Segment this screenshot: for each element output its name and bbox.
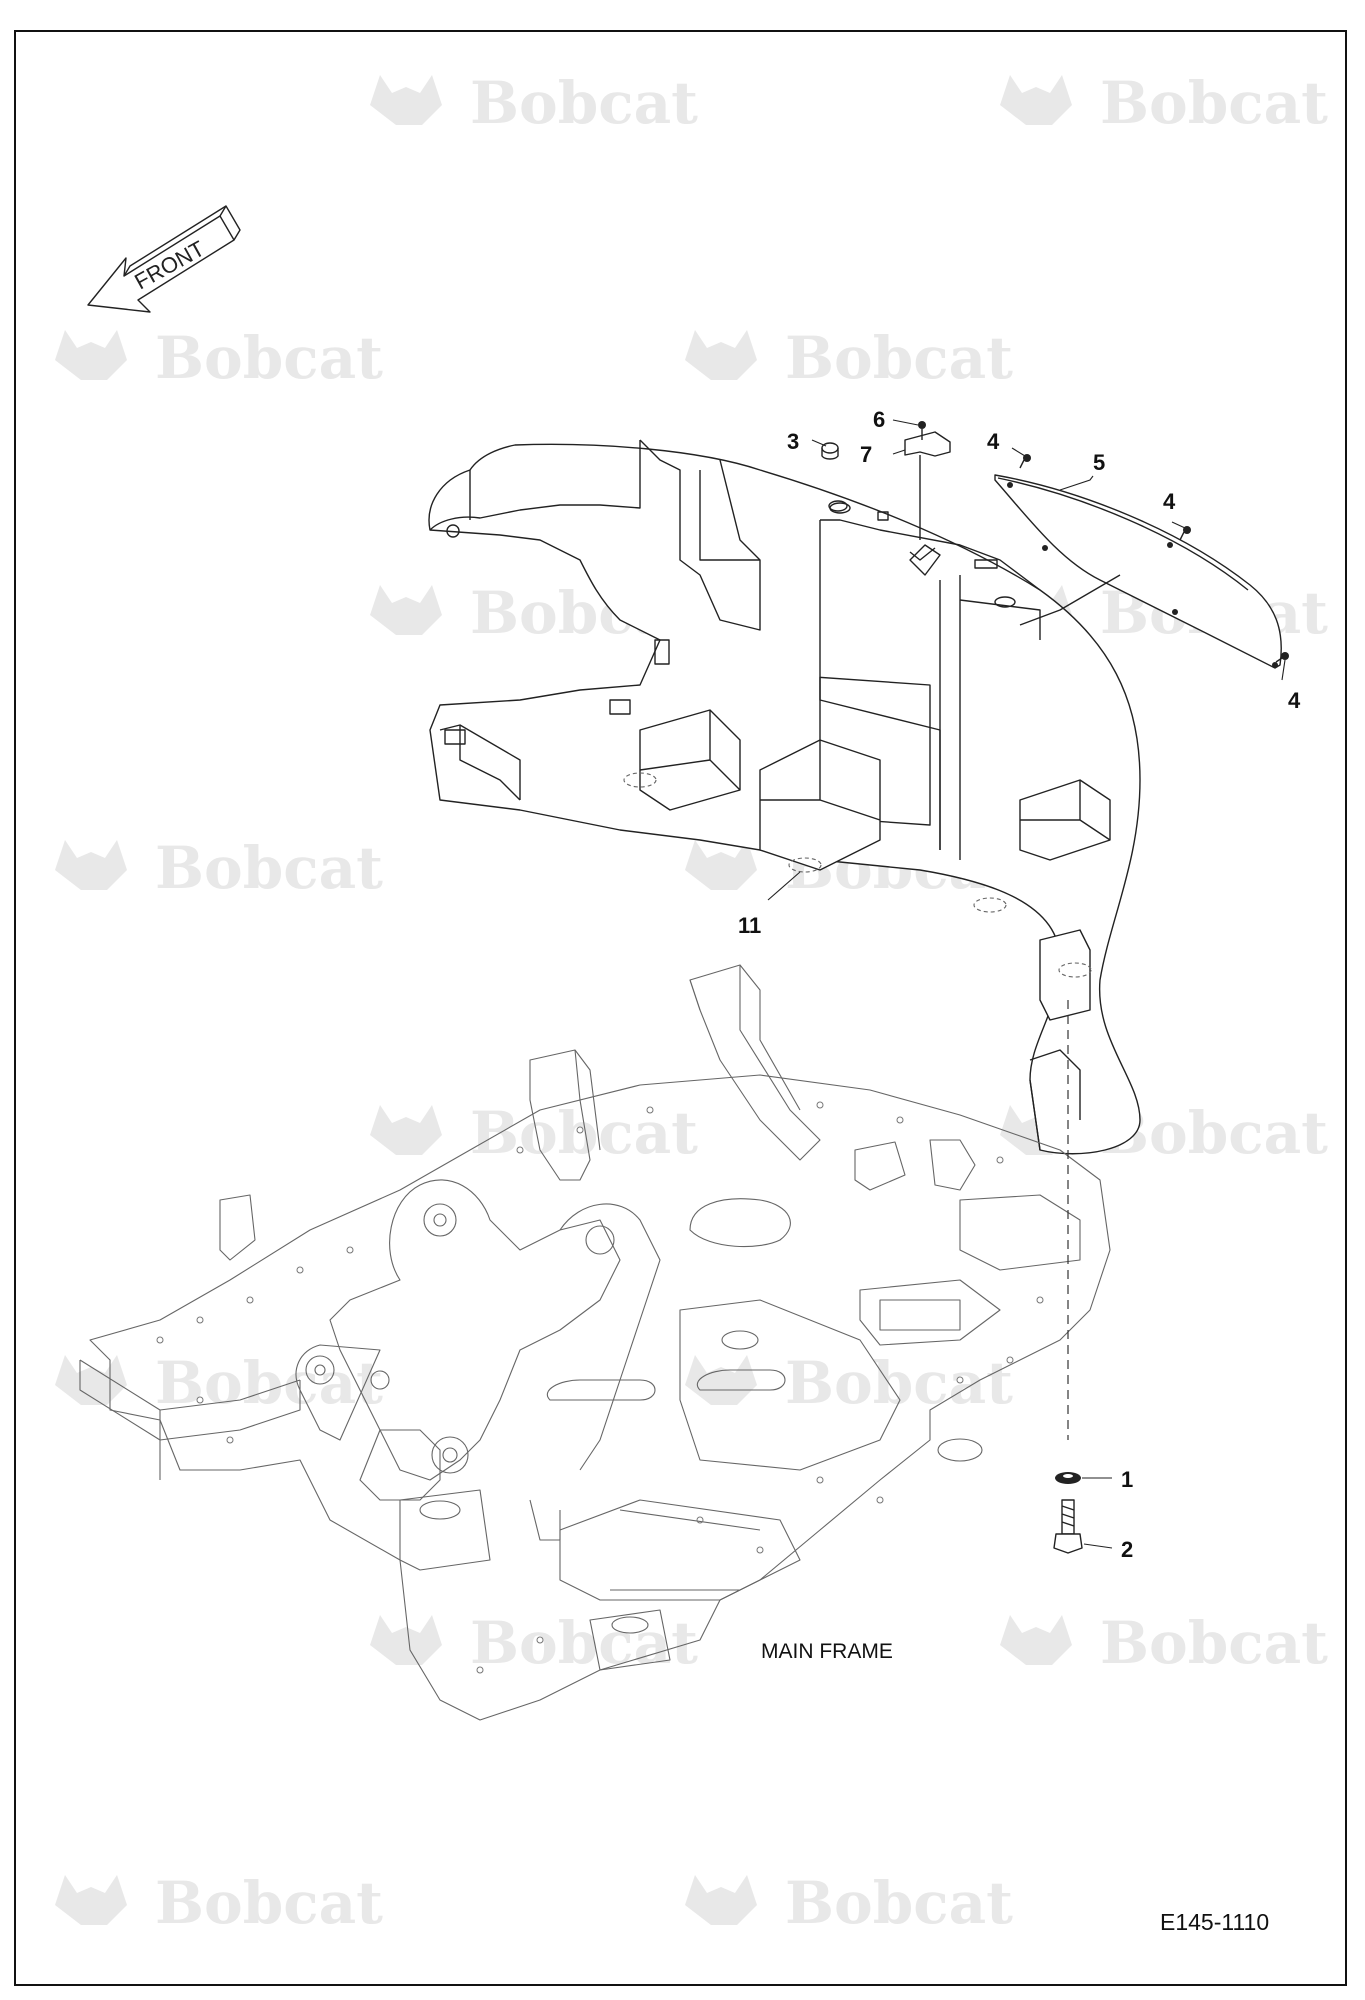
svg-text:Bobcat: Bobcat: [470, 69, 698, 137]
svg-text:Bobcat: Bobcat: [1100, 1609, 1328, 1677]
svg-text:Bobcat: Bobcat: [155, 834, 383, 902]
svg-text:Bobcat: Bobcat: [1100, 69, 1328, 137]
callout-2: 2: [1121, 1537, 1133, 1562]
fastener-assembly: [1053, 1000, 1083, 1554]
callout-5: 5: [1093, 450, 1105, 475]
svg-text:Bobcat: Bobcat: [155, 324, 383, 392]
svg-text:Bobcat: Bobcat: [785, 1869, 1013, 1937]
main-frame-label: MAIN FRAME: [761, 1640, 893, 1663]
watermark: Bobcat: [1000, 69, 1328, 137]
watermark: Bobcat: [55, 834, 383, 902]
main-frame-drawing: [79, 964, 1111, 1721]
watermark: Bobcat: [685, 1869, 1013, 1937]
watermark-layer: Bobcat Bobcat Bobcat Bobcat Bobcat Bobca…: [55, 69, 1328, 1937]
svg-text:Bobcat: Bobcat: [785, 1349, 1013, 1417]
front-label: FRONT: [130, 236, 208, 295]
watermark: Bobcat: [55, 324, 383, 392]
callout-11: 11: [738, 913, 761, 938]
callout-7: 7: [860, 442, 872, 467]
callout-1: 1: [1121, 1467, 1133, 1492]
callout-3: 3: [787, 429, 799, 454]
front-direction-arrow: FRONT: [87, 205, 241, 313]
leader-lines: [767, 419, 1286, 1549]
svg-text:Bobcat: Bobcat: [470, 1609, 698, 1677]
drawing-number: E145-1110: [1160, 1909, 1269, 1935]
watermark: Bobcat: [55, 1349, 383, 1417]
watermark: Bobcat: [1000, 1609, 1328, 1677]
callout-6: 6: [873, 407, 885, 432]
watermark: Bobcat: [370, 1609, 698, 1677]
watermark: Bobcat: [685, 1349, 1013, 1417]
callout-labels: 1 2 3 4 4 4 5 6 7 11: [738, 407, 1301, 1562]
cover-plate-drawing: [994, 474, 1282, 669]
counterweight-drawing: [428, 439, 1141, 1155]
svg-text:Bobcat: Bobcat: [470, 1099, 698, 1167]
svg-text:Bobcat: Bobcat: [155, 1869, 383, 1937]
callout-4: 4: [987, 429, 1000, 454]
callout-4: 4: [1163, 489, 1176, 514]
watermark: Bobcat: [370, 69, 698, 137]
drawing-sheet-border: [14, 30, 1347, 1986]
watermark: Bobcat: [370, 1099, 698, 1167]
watermark: Bobcat: [685, 324, 1013, 392]
small-parts: [821, 421, 1289, 663]
callout-4: 4: [1288, 688, 1301, 713]
watermark: Bobcat: [55, 1869, 383, 1937]
svg-text:Bobcat: Bobcat: [785, 324, 1013, 392]
